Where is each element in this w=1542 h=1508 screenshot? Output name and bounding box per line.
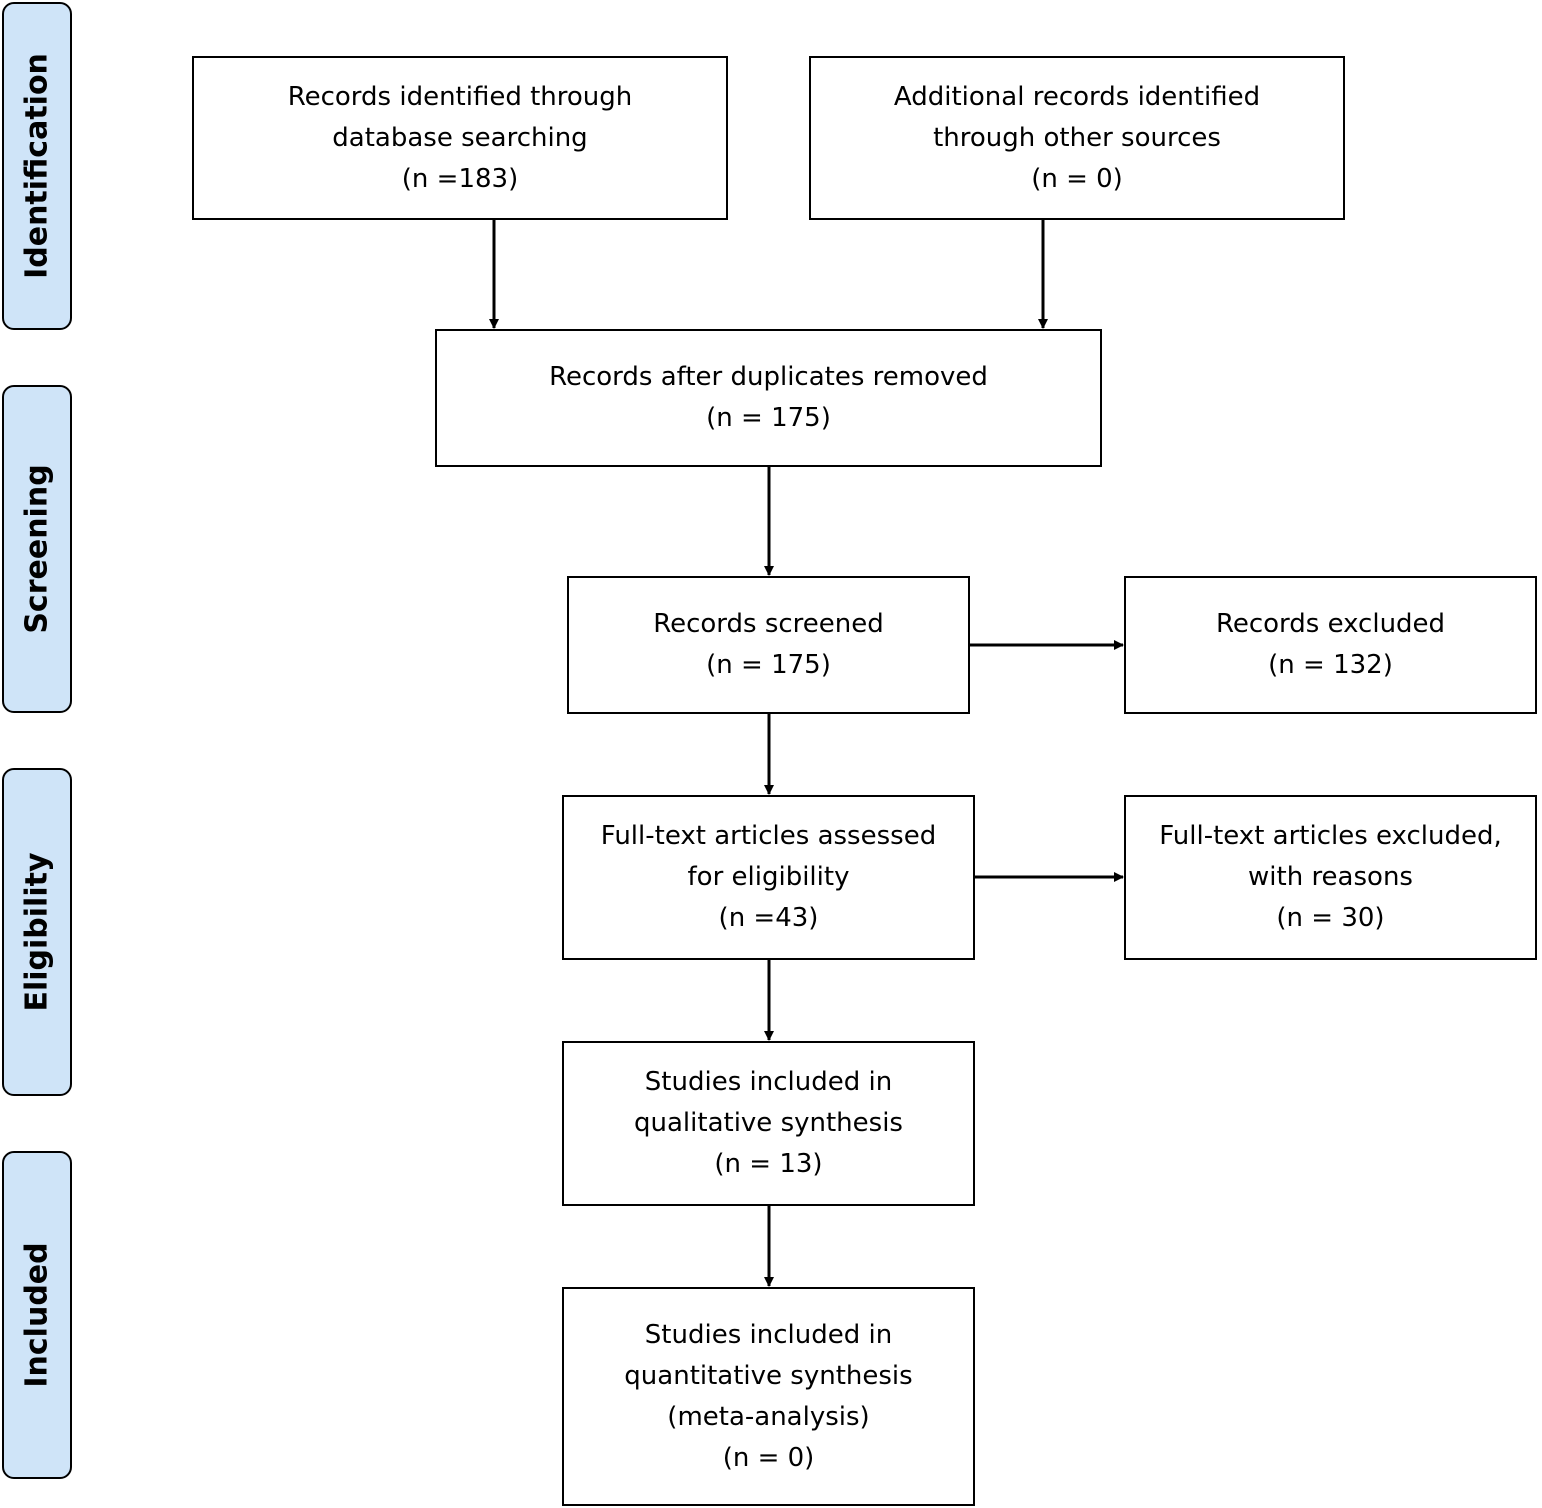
phase-identification-label: Identification (19, 53, 55, 279)
box-count: (n =43) (718, 903, 819, 933)
box-count: (n = 0) (722, 1442, 815, 1473)
other-sources-box: Additional records identified through ot… (809, 56, 1345, 220)
phase-identification: Identification (2, 2, 72, 330)
full-text-excluded-box: Full-text articles excluded, with reason… (1124, 795, 1537, 960)
after-duplicates-box: Records after duplicates removed (n = 17… (435, 329, 1102, 467)
qualitative-synthesis-box: Studies included in qualitative synthesi… (562, 1041, 975, 1206)
box-line: for eligibility (687, 862, 850, 892)
box-count: (n = 175) (706, 403, 831, 433)
box-line: Studies included in (644, 1067, 893, 1097)
box-count: (n =183) (401, 163, 519, 194)
box-line: database searching (332, 122, 588, 153)
box-line: (meta-analysis) (667, 1401, 870, 1432)
quantitative-synthesis-box: Studies included in quantitative synthes… (562, 1287, 975, 1506)
box-line: Studies included in (644, 1319, 893, 1350)
phase-screening-label: Screening (19, 464, 55, 634)
database-records-box: Records identified through database sear… (192, 56, 728, 220)
box-line: Full-text articles assessed (600, 821, 937, 851)
phase-screening: Screening (2, 385, 72, 713)
phase-included: Included (2, 1151, 72, 1479)
box-count: (n = 175) (706, 650, 831, 680)
phase-included-label: Included (19, 1242, 55, 1388)
box-line: through other sources (933, 122, 1221, 153)
records-excluded-box: Records excluded (n = 132) (1124, 576, 1537, 714)
box-line: qualitative synthesis (634, 1108, 903, 1138)
box-line: Records after duplicates removed (549, 362, 988, 392)
box-line: with reasons (1248, 862, 1413, 892)
box-line: Records screened (653, 609, 884, 639)
phase-eligibility: Eligibility (2, 768, 72, 1096)
box-line: Records excluded (1215, 609, 1446, 639)
records-screened-box: Records screened (n = 175) (567, 576, 970, 714)
box-line: Records identified through (287, 81, 633, 112)
box-line: Full-text articles excluded, (1159, 821, 1502, 851)
box-count: (n = 0) (1031, 163, 1123, 194)
box-line: Additional records identified (893, 81, 1261, 112)
phase-eligibility-label: Eligibility (19, 852, 55, 1012)
box-count: (n = 132) (1268, 650, 1393, 680)
box-line: quantitative synthesis (624, 1360, 913, 1391)
box-count: (n = 30) (1276, 903, 1385, 933)
box-count: (n = 13) (714, 1149, 823, 1179)
full-text-assessed-box: Full-text articles assessed for eligibil… (562, 795, 975, 960)
